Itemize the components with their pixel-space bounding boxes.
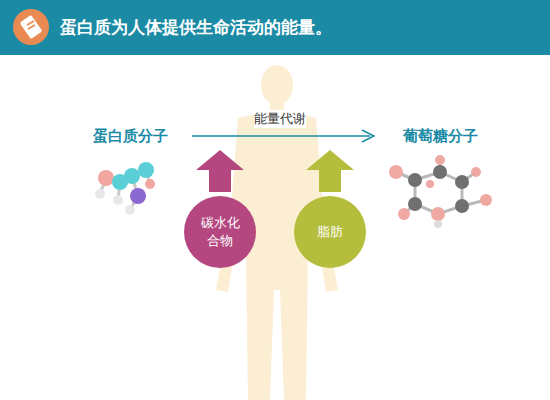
protein-molecule [95,162,155,215]
tag-icon [13,9,49,45]
arrow-label: 能量代谢 [254,110,306,128]
molecule-label: 蛋白质分子 [93,127,168,146]
circle-text: 脂肪 [309,223,351,241]
title-band [0,0,550,55]
circle-text: 碳水化合物 [199,214,241,249]
page-title: 蛋白质为人体提供生命活动的能量。 [60,16,332,39]
category-circle: 脂肪 [294,196,366,268]
glucose-molecule [389,155,492,228]
molecule-label: 葡萄糖分子 [403,127,478,146]
category-circle: 碳水化合物 [184,196,256,268]
up-arrow [196,150,244,192]
metabolism-arrow [192,130,374,142]
up-arrow [306,150,354,192]
